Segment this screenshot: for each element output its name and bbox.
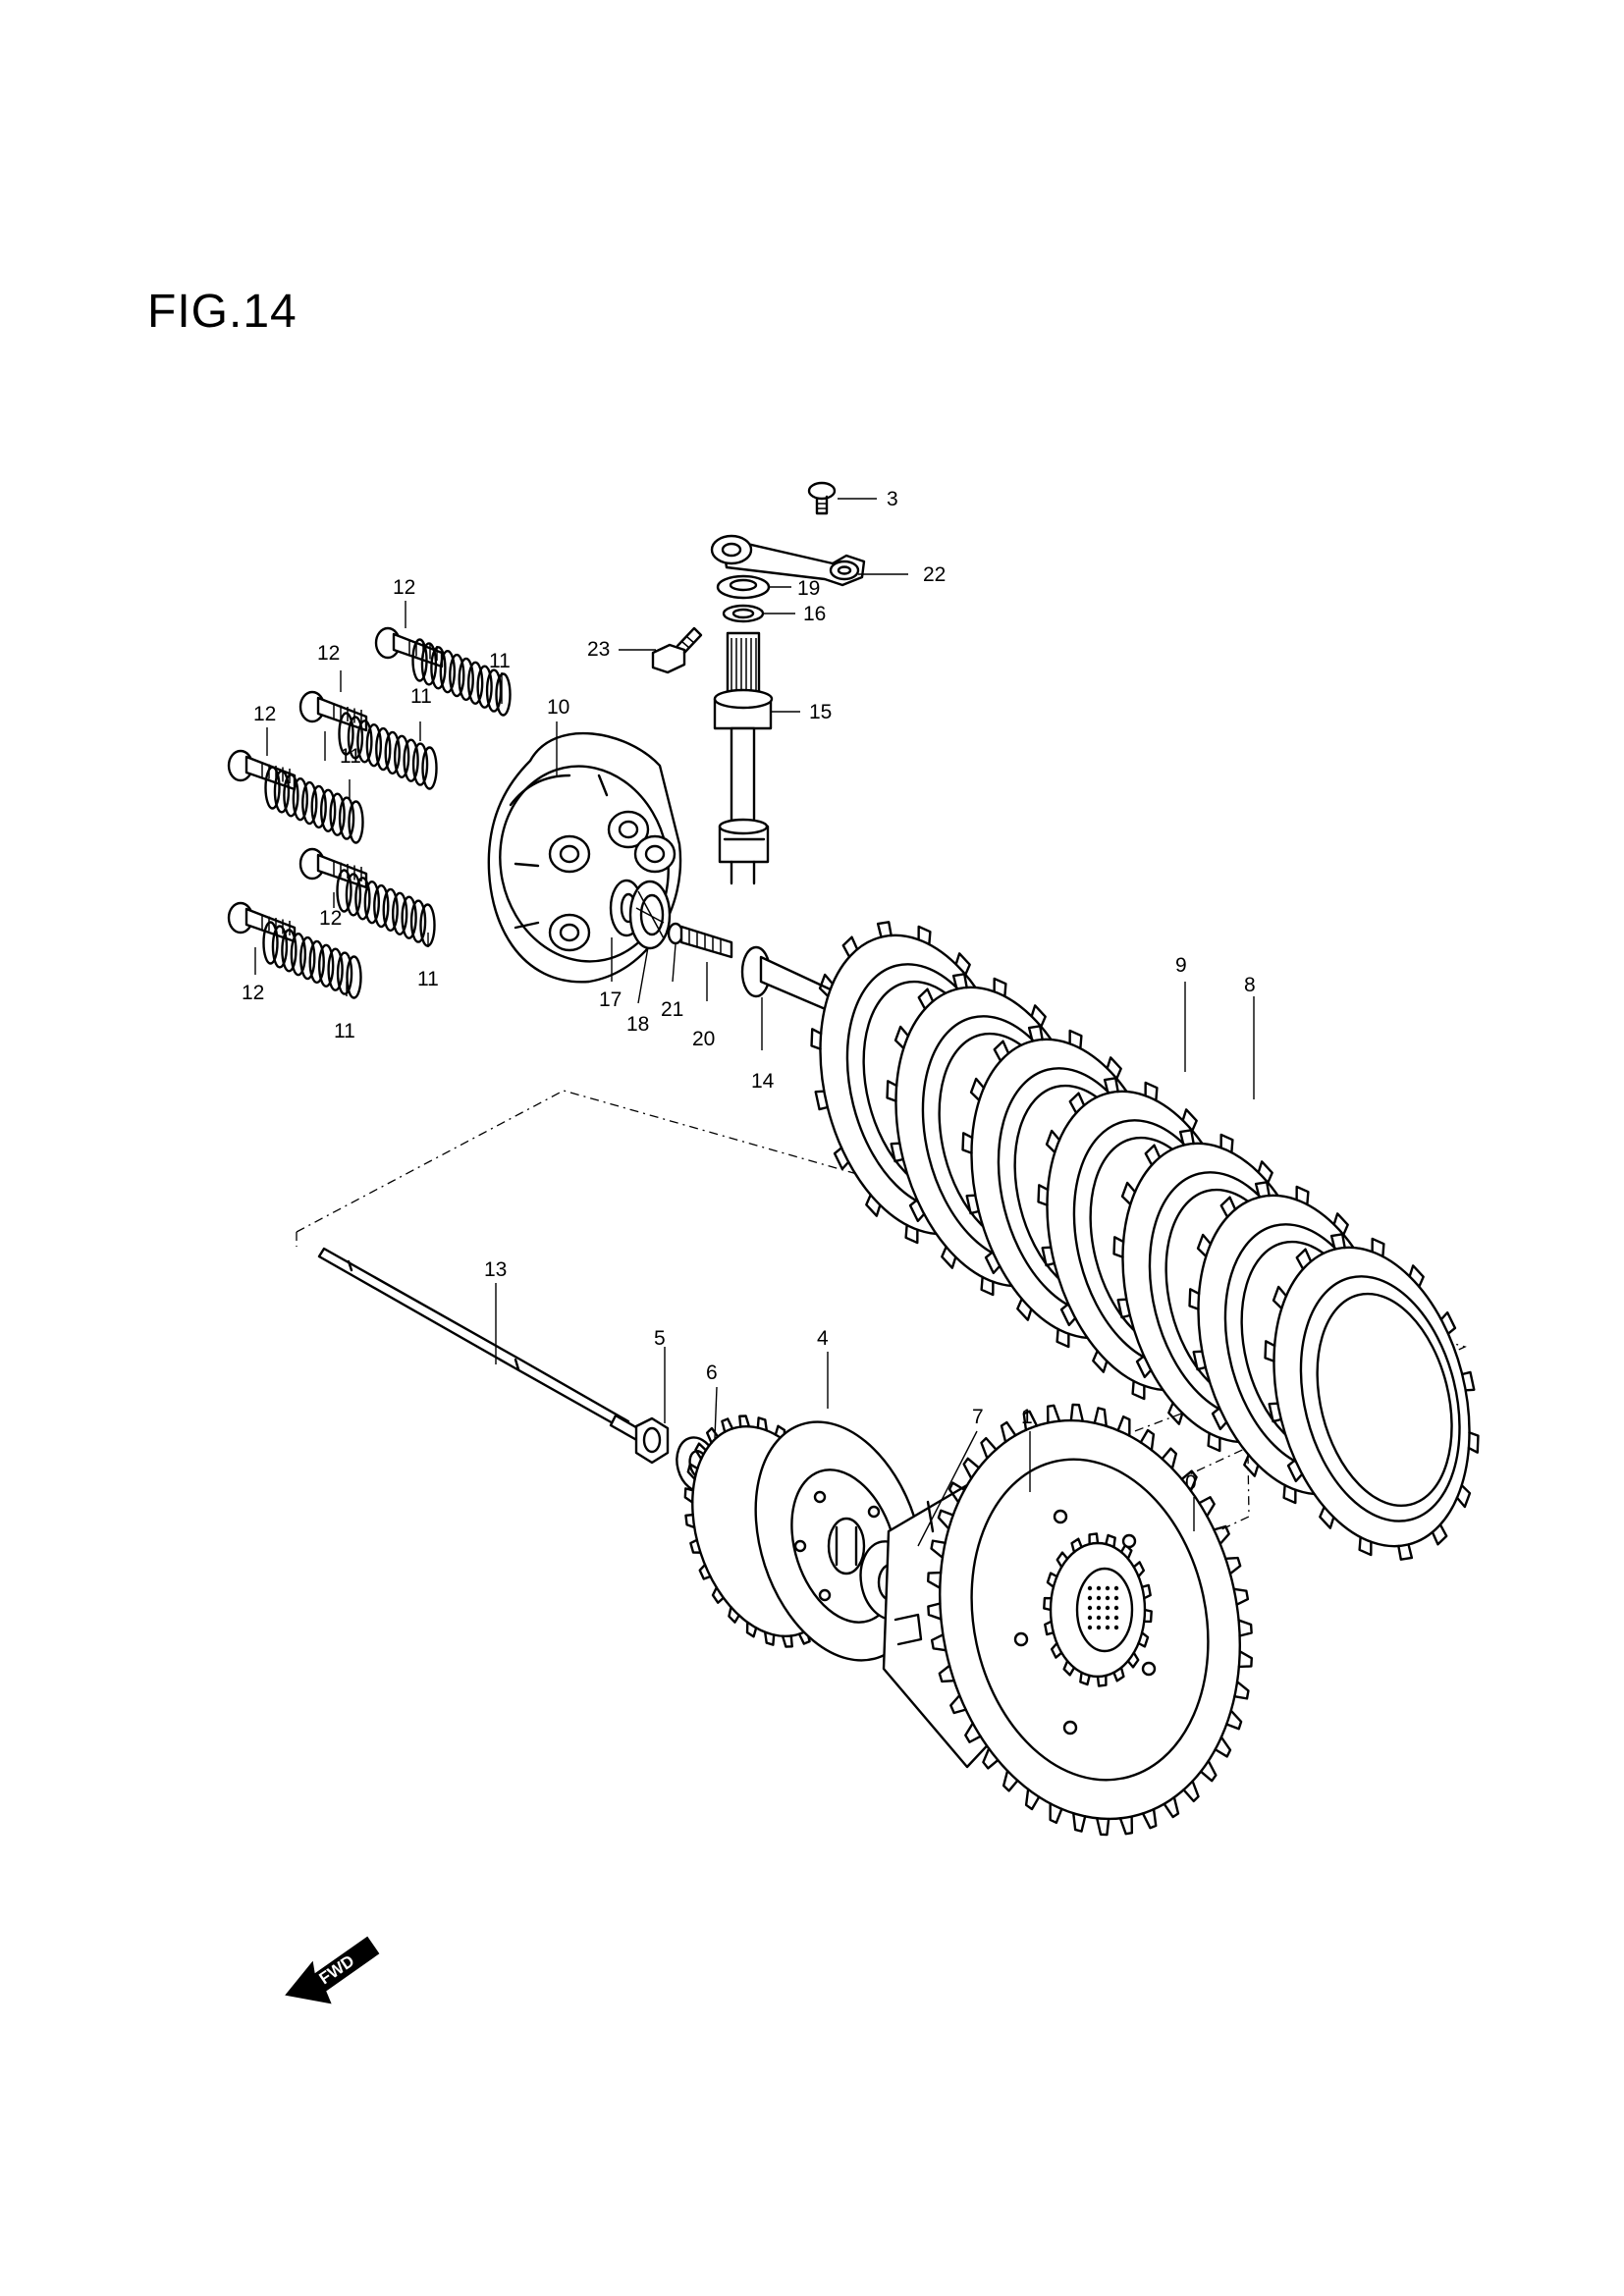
callout-c8: 8 (1244, 974, 1256, 996)
callout-c10: 10 (547, 696, 569, 719)
callout-layer: 3221916231512111211121110121112111718212… (242, 488, 1256, 1494)
bolt-spring-sets (227, 626, 512, 999)
thrust-washer-18 (628, 880, 672, 950)
callout-c4: 4 (817, 1327, 829, 1350)
clutch-spring-11 (411, 638, 512, 717)
bolt-3 (807, 481, 837, 515)
figure-title: FIG.14 (147, 286, 298, 338)
callout-c11c: 11 (340, 745, 361, 768)
callout-c11a: 11 (489, 650, 511, 672)
callout-c12a: 12 (393, 576, 415, 599)
callout-c6: 6 (706, 1362, 718, 1384)
clutch-spring-11 (264, 766, 364, 844)
callout-c12b: 12 (317, 642, 340, 665)
callout-c18: 18 (626, 1013, 649, 1036)
flange-bolt-12 (227, 901, 297, 943)
callout-c13: 13 (484, 1258, 507, 1281)
callout-c22: 22 (923, 563, 946, 586)
callout-c9: 9 (1175, 954, 1187, 977)
callout-c7: 7 (972, 1406, 984, 1428)
callout-c11d: 11 (417, 968, 439, 990)
callout-c11e: 11 (334, 1020, 355, 1042)
forward-direction-arrow: FWD (285, 1936, 380, 2004)
bolt-23 (651, 626, 703, 674)
callout-c17: 17 (599, 988, 622, 1011)
callout-c14: 14 (751, 1070, 775, 1093)
callout-c5: 5 (654, 1327, 666, 1350)
callout-c1: 1 (1021, 1406, 1033, 1428)
clutch-plate-stack (810, 921, 1480, 1561)
callout-c20: 20 (692, 1028, 715, 1050)
leader-lines (254, 498, 1255, 1547)
callout-c12d: 12 (319, 907, 342, 930)
lifter-shaft-15 (713, 631, 774, 885)
callout-c19: 19 (797, 577, 820, 600)
clutch-spring-11 (262, 921, 362, 999)
push-rod-20 (679, 925, 733, 959)
callout-c23: 23 (587, 638, 610, 661)
clutch-outer-1 (882, 1403, 1253, 1837)
clutch-spring-11 (338, 712, 438, 790)
clutch-lifter-arm (710, 534, 866, 587)
callout-c21: 21 (661, 998, 683, 1021)
washer-19 (716, 574, 771, 600)
callout-c12e: 12 (242, 982, 264, 1004)
flange-bolt-12 (298, 690, 368, 732)
callout-c12c: 12 (253, 703, 276, 725)
flange-bolt-12 (298, 847, 368, 889)
callout-c3: 3 (887, 488, 898, 510)
callout-c16: 16 (803, 603, 826, 625)
callout-c0: 0 (1185, 1471, 1197, 1494)
lock-nut-5 (634, 1416, 670, 1465)
callout-c11b: 11 (410, 685, 432, 708)
clutch-spring-11 (336, 869, 436, 947)
callout-c15: 15 (809, 701, 832, 723)
o-ring-16 (722, 604, 765, 623)
friction-plate-8 (1264, 1233, 1480, 1561)
